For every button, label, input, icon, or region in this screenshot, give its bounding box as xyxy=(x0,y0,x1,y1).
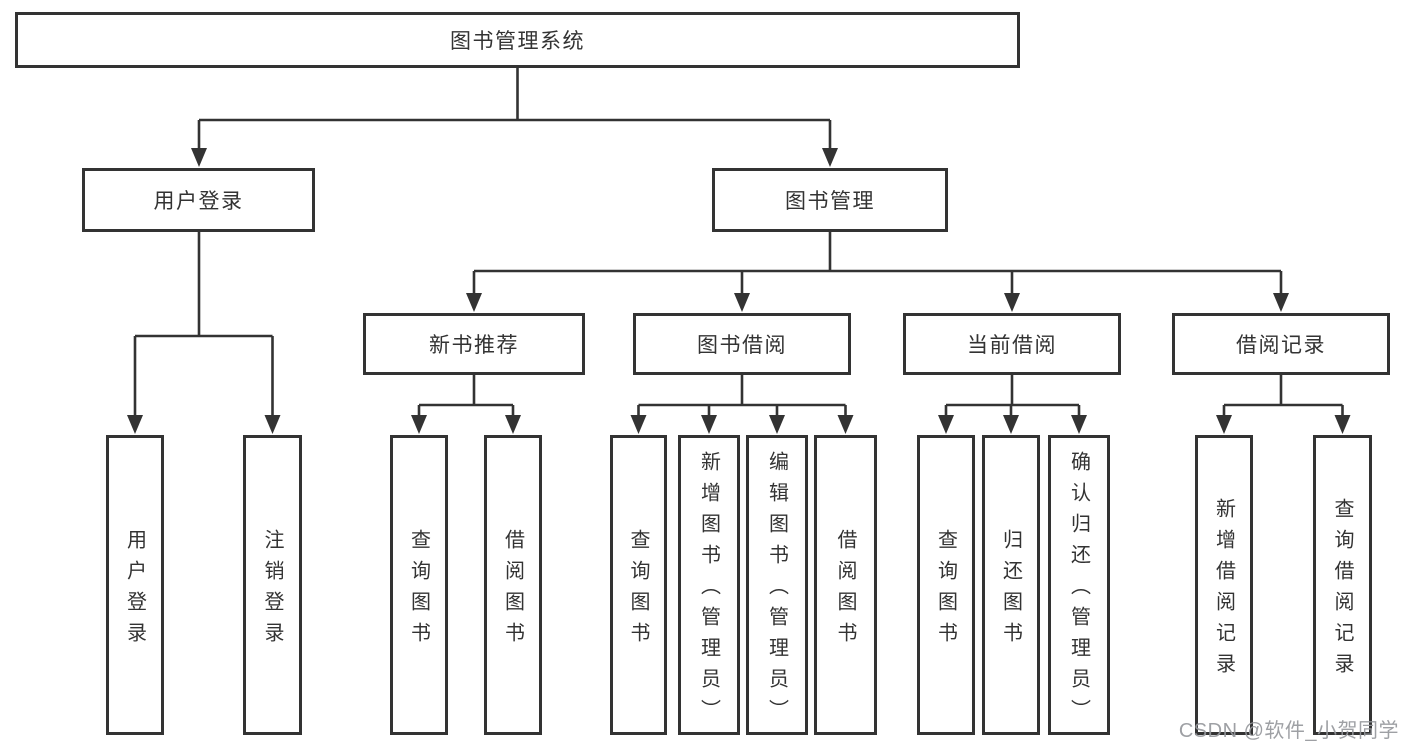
node-leaf-br-add-record: 新增借阅记录 xyxy=(1195,435,1253,735)
node-leaf-bb-add-books-admin: 新增图书（管理员） xyxy=(678,435,740,735)
node-leaf-br-add-record-label: 新增借阅记录 xyxy=(1212,497,1235,684)
node-leaf-br-query-record: 查询借阅记录 xyxy=(1313,435,1372,735)
node-book-borrow-label: 图书借阅 xyxy=(697,334,787,357)
node-leaf-logout-label: 注销登录 xyxy=(261,528,283,653)
node-leaf-cb-confirm-return-admin: 确认归还（管理员） xyxy=(1048,435,1110,735)
arrowheads xyxy=(127,148,1351,434)
node-current-borrow: 当前借阅 xyxy=(903,313,1121,375)
node-leaf-nb-query-books-label: 查询图书 xyxy=(407,528,430,653)
node-book-management-label: 图书管理 xyxy=(785,190,875,213)
node-borrow-records: 借阅记录 xyxy=(1172,313,1390,375)
node-leaf-bb-borrow-books-label: 借阅图书 xyxy=(834,528,856,653)
node-book-management: 图书管理 xyxy=(712,168,948,232)
node-leaf-cb-confirm-return-admin-label: 确认归还（管理员） xyxy=(1067,451,1090,730)
node-book-borrow: 图书借阅 xyxy=(633,313,851,375)
node-leaf-nb-borrow-books-label: 借阅图书 xyxy=(501,528,524,653)
node-leaf-nb-borrow-books: 借阅图书 xyxy=(484,435,542,735)
node-borrow-records-label: 借阅记录 xyxy=(1236,334,1326,357)
node-leaf-br-query-record-label: 查询借阅记录 xyxy=(1331,497,1353,684)
node-leaf-nb-query-books: 查询图书 xyxy=(390,435,448,735)
node-leaf-login: 用户登录 xyxy=(106,435,164,735)
watermark: CSDN @软件_小贺同学 xyxy=(1178,720,1399,742)
node-user-login-label: 用户登录 xyxy=(153,190,244,213)
node-leaf-logout: 注销登录 xyxy=(243,435,302,735)
node-leaf-bb-query-books-label: 查询图书 xyxy=(627,528,649,653)
node-leaf-bb-query-books: 查询图书 xyxy=(610,435,667,735)
connector-strokes xyxy=(133,68,1344,419)
node-leaf-login-label: 用户登录 xyxy=(123,528,146,653)
node-new-book-recommend: 新书推荐 xyxy=(363,313,585,375)
node-new-book-recommend-label: 新书推荐 xyxy=(429,334,519,357)
node-leaf-cb-query-books: 查询图书 xyxy=(917,435,975,735)
node-root: 图书管理系统 xyxy=(15,12,1020,68)
node-root-label: 图书管理系统 xyxy=(450,30,585,53)
node-leaf-cb-return-books: 归还图书 xyxy=(982,435,1040,735)
node-current-borrow-label: 当前借阅 xyxy=(967,334,1057,357)
node-leaf-bb-edit-books-admin-label: 编辑图书（管理员） xyxy=(765,451,788,730)
node-leaf-bb-borrow-books: 借阅图书 xyxy=(814,435,877,735)
node-leaf-cb-query-books-label: 查询图书 xyxy=(934,528,957,653)
node-user-login: 用户登录 xyxy=(82,168,315,232)
node-leaf-bb-edit-books-admin: 编辑图书（管理员） xyxy=(746,435,808,735)
node-leaf-bb-add-books-admin-label: 新增图书（管理员） xyxy=(697,451,720,730)
node-leaf-cb-return-books-label: 归还图书 xyxy=(999,528,1022,653)
